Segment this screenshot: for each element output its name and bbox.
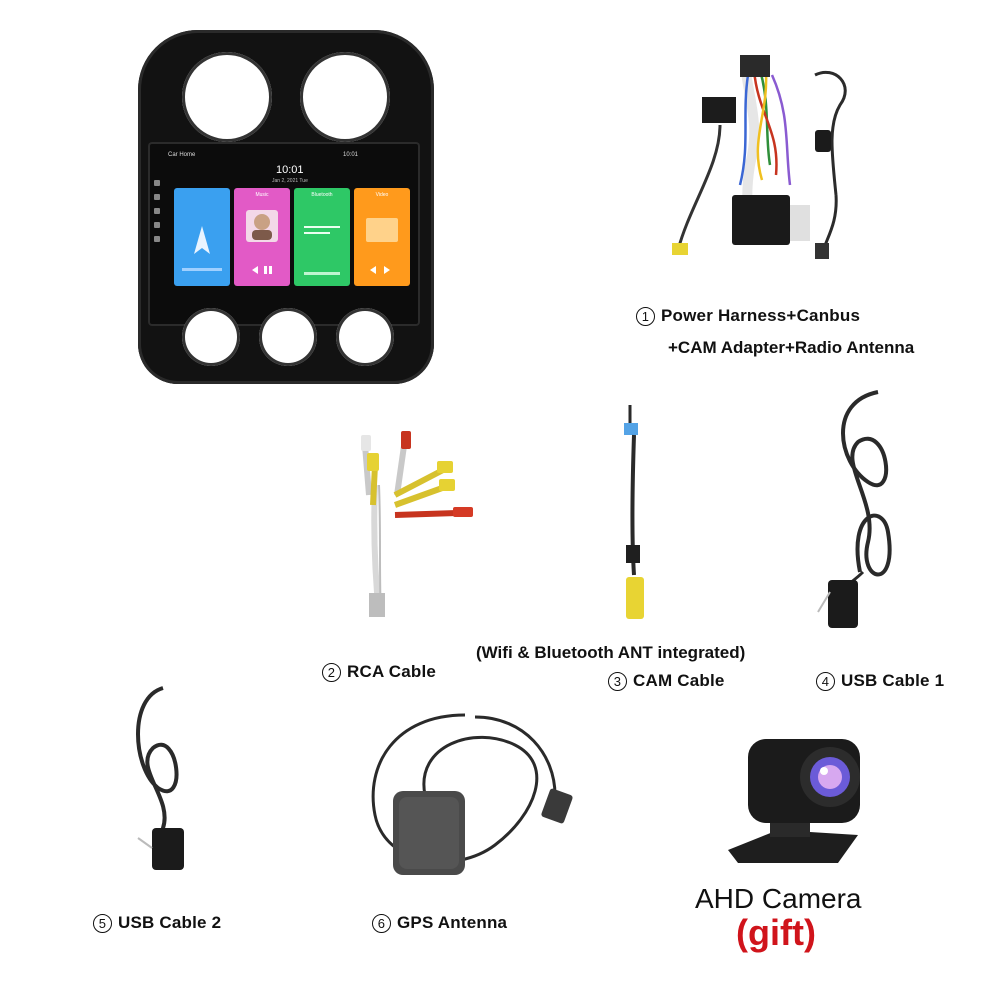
label-usb-cable-1: 4 USB Cable 1 xyxy=(816,671,944,691)
air-vent-top-right xyxy=(300,52,390,142)
label-gps-antenna: 6 GPS Antenna xyxy=(372,913,507,933)
usb-cable-1-image xyxy=(817,390,892,628)
label-cam-cable: 3 CAM Cable xyxy=(608,671,725,691)
gps-antenna-image xyxy=(371,713,573,875)
tile-music-label: Music xyxy=(255,192,269,198)
ahd-camera-image xyxy=(728,739,860,863)
number-badge: 2 xyxy=(322,662,341,682)
video-icon xyxy=(366,218,398,274)
album-art-icon xyxy=(246,210,278,274)
label-power-harness-line2: +CAM Adapter+Radio Antenna xyxy=(668,338,915,357)
ahd-camera-gift-label: (gift) xyxy=(736,912,816,953)
stereo-screen: Car Home 10:01 10:01 Jan 2, 2021 Tue Mus… xyxy=(148,142,420,326)
number-badge: 5 xyxy=(93,913,112,933)
number-badge: 4 xyxy=(816,671,835,691)
tile-bluetooth: Bluetooth xyxy=(294,188,350,286)
usb-cable-2-image xyxy=(136,686,184,870)
screen-date: Jan 2, 2021 Tue xyxy=(272,178,308,184)
ahd-camera-title: AHD Camera xyxy=(695,883,862,914)
label-usb-cable-2: 5 USB Cable 2 xyxy=(93,913,221,933)
tile-bluetooth-label: Bluetooth xyxy=(311,192,333,198)
number-badge: 6 xyxy=(372,913,391,933)
label-cam-cable-note: (Wifi & Bluetooth ANT integrated) xyxy=(476,643,746,662)
status-time-label: 10:01 xyxy=(343,152,359,158)
number-badge: 3 xyxy=(608,671,627,691)
power-harness-image xyxy=(672,55,847,259)
air-vent-bottom-center xyxy=(259,308,317,366)
label-cam-cable-text: CAM Cable xyxy=(633,671,725,690)
air-vent-bottom-right xyxy=(336,308,394,366)
screen-clock: 10:01 xyxy=(276,164,304,176)
car-stereo-head-unit: Car Home 10:01 10:01 Jan 2, 2021 Tue Mus… xyxy=(138,30,434,384)
number-badge: 1 xyxy=(636,306,655,326)
side-keys xyxy=(154,172,160,250)
label-power-harness-line1: Power Harness+Canbus xyxy=(661,306,861,325)
tile-video: Video xyxy=(354,188,410,286)
status-home-label: Car Home xyxy=(168,152,196,158)
rca-cable-image xyxy=(361,431,473,617)
label-rca-cable-text: RCA Cable xyxy=(347,662,437,681)
cam-cable-image xyxy=(624,405,644,619)
label-gps-antenna-text: GPS Antenna xyxy=(397,913,508,932)
bluetooth-icon xyxy=(304,226,340,275)
tile-navigation xyxy=(174,188,230,286)
tile-video-label: Video xyxy=(375,192,389,198)
label-rca-cable: 2 RCA Cable xyxy=(322,662,436,682)
label-usb-cable-1-text: USB Cable 1 xyxy=(841,671,945,690)
navigation-arrow-icon xyxy=(182,226,222,271)
tile-music: Music xyxy=(234,188,290,286)
label-usb-cable-2-text: USB Cable 2 xyxy=(118,913,222,932)
air-vent-bottom-left xyxy=(182,308,240,366)
label-power-harness: 1 Power Harness+Canbus xyxy=(636,306,860,326)
screen-status-bar: Car Home 10:01 xyxy=(168,152,408,164)
air-vent-top-left xyxy=(182,52,272,142)
